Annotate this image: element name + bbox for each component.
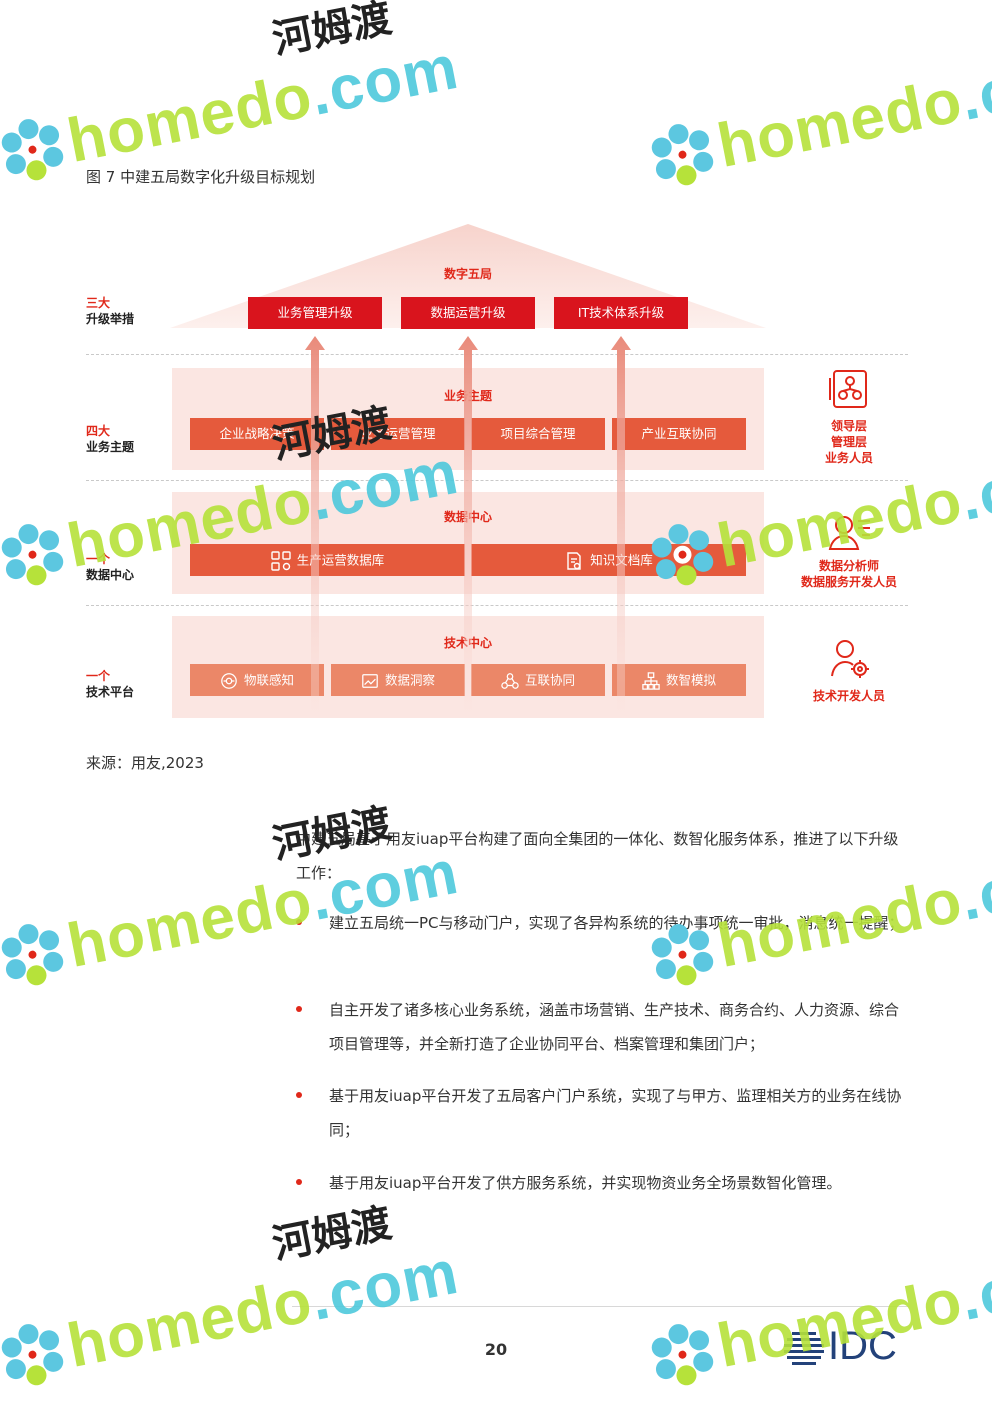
data-item-production-db: 生产运营数据库 [190, 544, 465, 576]
bullet-item: 建立五局统一PC与移动门户，实现了各异构系统的待办事项统一审批，消息统一提醒； [296, 906, 908, 940]
divider [86, 354, 908, 355]
business-item: 产业互联协同 [612, 418, 746, 450]
figure-source: 来源：用友,2023 [86, 754, 204, 772]
row-label-upgrades: 三大 升级举措 [86, 296, 135, 326]
watermark: homedo.com [643, 1237, 992, 1396]
upgrade-item-data: 数据运营升级 [401, 297, 535, 329]
bullet-dot [296, 919, 302, 925]
flower-icon [1, 1323, 64, 1385]
database-grid-icon [271, 550, 291, 571]
sensor-icon [221, 672, 237, 689]
flower-icon [1, 923, 64, 985]
top-title: 数字五局 [443, 267, 492, 281]
data-item-knowledge-base: 知识文档库 [471, 544, 746, 576]
business-item: 业务运营管理 [331, 418, 465, 450]
figure-title: 图 7 中建五局数字化升级目标规划 [86, 168, 316, 186]
hierarchy-icon [642, 671, 660, 690]
bullet-dot [296, 1179, 302, 1185]
business-item: 项目综合管理 [471, 418, 605, 450]
tech-item-iot: 物联感知 [190, 664, 324, 696]
business-item: 企业战略决策 [190, 418, 324, 450]
body-paragraph: 中建五局基于用友iuap平台构建了面向全集团的一体化、数智化服务体系，推进了以下… [296, 830, 899, 882]
flower-icon [1, 523, 64, 585]
tech-item-insight: 数据洞察 [331, 664, 465, 696]
developer-icon [831, 640, 869, 678]
tech-item-collab: 互联协同 [471, 664, 605, 696]
role-business: 领导层 管理层 业务人员 [824, 419, 873, 465]
row-label-data: 一个 数据中心 [86, 552, 135, 582]
up-arrow [458, 336, 478, 718]
divider [86, 605, 908, 606]
watermark: homedo.com 河姆渡 [0, 1200, 464, 1396]
role-tech: 技术开发人员 [812, 689, 885, 703]
flower-icon [1, 118, 64, 180]
org-chart-icon [829, 370, 867, 408]
tech-item-simulation: 数智模拟 [612, 664, 746, 696]
role-data: 数据分析师 数据服务开发人员 [800, 559, 897, 589]
image-chart-icon [362, 673, 378, 688]
bullet-dot [296, 1006, 302, 1012]
network-icon [501, 672, 519, 689]
flower-icon [651, 1323, 714, 1385]
up-arrow [611, 336, 631, 718]
analyst-icon [828, 516, 870, 550]
flower-icon [651, 123, 714, 185]
footer-divider [292, 1306, 908, 1307]
bullet-dot [296, 1092, 302, 1098]
upgrade-item-business: 业务管理升级 [248, 297, 382, 329]
bullet-item: 基于用友iuap平台开发了五局客户门户系统，实现了与甲方、监理相关方的业务在线协… [296, 1079, 908, 1147]
divider [86, 480, 908, 481]
row-label-business: 四大 业务主题 [86, 424, 135, 454]
idc-globe-icon [784, 1332, 824, 1365]
page-number: 20 [484, 1340, 508, 1359]
idc-logo-text: IDC [828, 1324, 897, 1368]
row-label-tech: 一个 技术平台 [86, 669, 135, 699]
watermark: homedo.com [643, 37, 992, 196]
document-icon [567, 551, 581, 570]
upgrade-item-it: IT技术体系升级 [554, 297, 688, 329]
bullet-item: 自主开发了诸多核心业务系统，涵盖市场营销、生产技术、商务合约、人力资源、综合项目… [296, 993, 908, 1061]
up-arrow [305, 336, 325, 718]
bullet-item: 基于用友iuap平台开发了供方服务系统，并实现物资业务全场景数智化管理。 [296, 1166, 908, 1200]
idc-logo: IDC [784, 1324, 897, 1370]
